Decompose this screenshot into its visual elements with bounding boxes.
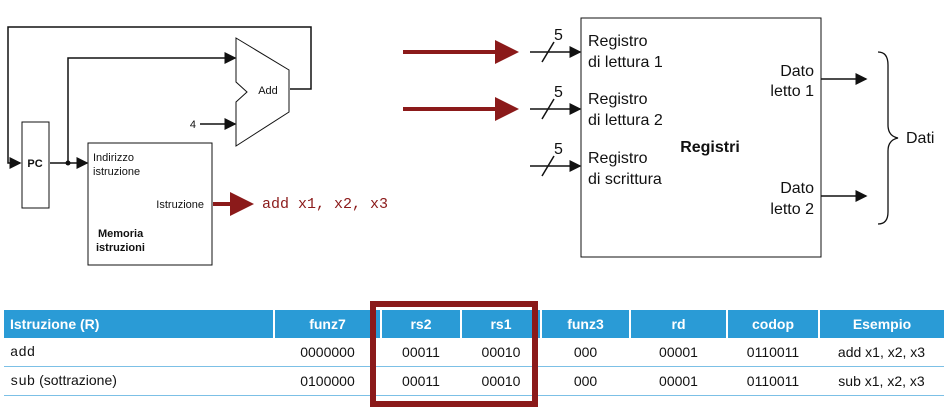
read-data-2-label-2: letto 2 — [770, 201, 814, 218]
example-cell: sub x1, x2, x3 — [819, 366, 944, 396]
adder-alu — [235, 37, 290, 147]
header-funz7: funz7 — [274, 310, 382, 338]
data-brace — [877, 51, 899, 225]
read-data-1-label: Dato — [780, 63, 814, 80]
bus-width-write: 5 — [554, 141, 563, 158]
codop-cell: 0110011 — [727, 366, 819, 396]
register-output-lines — [821, 73, 868, 202]
instruction-note: (sottrazione) — [35, 372, 117, 388]
read-data-2-label: Dato — [780, 180, 814, 197]
instruction-text: add x1, x2, x3 — [262, 196, 388, 213]
register-input-lines — [530, 41, 582, 177]
adder-constant: 4 — [190, 119, 196, 131]
memory-address-label-2: istruzione — [93, 166, 140, 178]
read-register-2-label-2: di lettura 2 — [588, 112, 663, 129]
header-rs1: rs1 — [461, 310, 542, 338]
data-label: Dati — [906, 130, 934, 147]
adder-label: Add — [258, 85, 278, 97]
pc-label: PC — [27, 158, 42, 170]
rs2-cell: 00011 — [381, 366, 461, 396]
datapath-wires — [7, 26, 312, 169]
write-register-label-2: di scrittura — [588, 171, 662, 188]
funz7-cell: 0100000 — [274, 366, 381, 396]
header-istruzione: Istruzione (R) — [4, 310, 275, 338]
rs1-cell: 00010 — [461, 366, 541, 396]
register-file — [580, 17, 822, 258]
table-header-row: Istruzione (R) funz7 rs2 rs1 funz3 rd co… — [4, 310, 944, 338]
read-register-2-label: Registro — [588, 91, 648, 108]
header-esempio: Esempio — [819, 310, 944, 338]
memory-output-label: Istruzione — [156, 199, 204, 211]
read-register-1-label: Registro — [588, 33, 648, 50]
example-cell: add x1, x2, x3 — [819, 338, 944, 367]
funz7-cell: 0000000 — [274, 338, 381, 367]
bus-width-read2: 5 — [554, 84, 563, 101]
r-type-format-table: Istruzione (R) funz7 rs2 rs1 funz3 rd co… — [4, 310, 944, 396]
register-file-title: Registri — [680, 139, 740, 156]
datapath-diagram: PC Add 4 Indirizzo istruzione Istruzione… — [7, 17, 934, 266]
rs1-cell: 00010 — [461, 338, 541, 367]
wire-junction — [65, 160, 71, 166]
header-rs2: rs2 — [381, 310, 462, 338]
pc-register — [21, 121, 50, 209]
read-register-1-label-2: di lettura 1 — [588, 54, 663, 71]
instruction-mnemonic: sub — [10, 374, 36, 390]
instruction-cell: add — [4, 338, 274, 367]
header-codop: codop — [727, 310, 820, 338]
table-row: add 0000000 00011 00010 000 00001 011001… — [4, 338, 944, 367]
rd-cell: 00001 — [630, 338, 727, 367]
read-data-1-label-2: letto 1 — [770, 83, 814, 100]
table-row: sub (sottrazione) 0100000 00011 00010 00… — [4, 366, 944, 396]
rs2-cell: 00011 — [381, 338, 461, 367]
header-funz3: funz3 — [541, 310, 631, 338]
memory-address-label: Indirizzo — [93, 152, 134, 164]
funz3-cell: 000 — [541, 366, 630, 396]
memory-title: Memoria — [98, 228, 144, 240]
memory-title-2: istruzioni — [96, 242, 145, 254]
codop-cell: 0110011 — [727, 338, 819, 367]
rd-cell: 00001 — [630, 366, 727, 396]
instruction-memory — [87, 142, 213, 266]
bus-width-read1: 5 — [554, 27, 563, 44]
funz3-cell: 000 — [541, 338, 630, 367]
instruction-mnemonic: add — [10, 345, 36, 361]
write-register-label: Registro — [588, 150, 648, 167]
instruction-cell: sub (sottrazione) — [4, 366, 274, 396]
header-rd: rd — [630, 310, 728, 338]
